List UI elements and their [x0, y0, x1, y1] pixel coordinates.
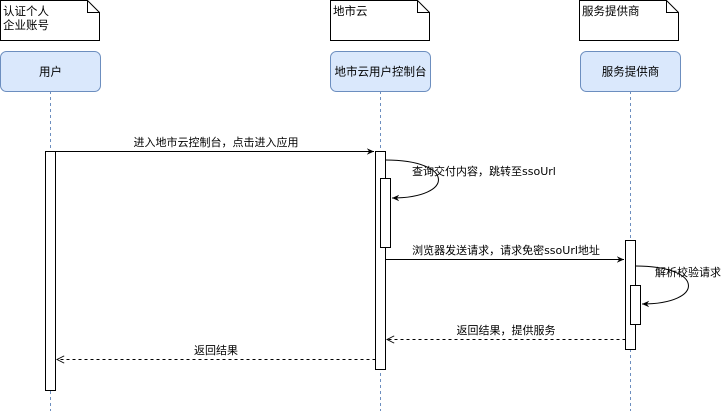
- message-enter-console-label: 进入地市云控制台，点击进入应用: [134, 135, 299, 149]
- actor-user-label: 用户: [39, 65, 62, 79]
- actor-console: 地市云用户控制台: [330, 51, 431, 92]
- note-user-line-2: 企业账号: [3, 18, 49, 32]
- note-provider-line-1: 服务提供商: [582, 4, 640, 18]
- activation-user: [45, 151, 56, 391]
- message-return-result-label: 返回结果: [194, 344, 238, 357]
- activation-console: [375, 151, 386, 370]
- note-cloud-line-1: 地市云: [333, 4, 368, 18]
- message-return-provide: 返回结果，提供服务: [387, 323, 626, 340]
- message-parse-verify-label: 解析校验请求: [655, 265, 721, 279]
- note-provider: 服务提供商: [579, 0, 679, 41]
- note-user-line-1: 认证个人: [3, 4, 49, 18]
- message-parse-verify: 解析校验请求: [635, 265, 721, 308]
- message-enter-console: 进入地市云控制台，点击进入应用: [55, 135, 374, 155]
- message-browser-request: 浏览器发送请求，请求免密ssoUrl地址: [385, 243, 624, 263]
- actor-user: 用户: [0, 51, 101, 92]
- message-query-delivery: 查询交付内容，跳转至ssoUrl: [385, 159, 556, 202]
- note-cloud: 地市云: [330, 0, 430, 41]
- message-return-result: 返回结果: [57, 344, 376, 360]
- actor-console-label: 地市云用户控制台: [335, 65, 427, 79]
- message-browser-request-label: 浏览器发送请求，请求免密ssoUrl地址: [412, 243, 600, 257]
- note-user: 认证个人 企业账号: [0, 0, 100, 41]
- actor-provider: 服务提供商: [580, 51, 681, 92]
- activation-console-nested: [380, 178, 391, 248]
- activation-provider-nested: [630, 285, 641, 325]
- message-query-delivery-label: 查询交付内容，跳转至ssoUrl: [412, 164, 556, 178]
- message-return-provide-label: 返回结果，提供服务: [457, 323, 556, 337]
- actor-provider-label: 服务提供商: [602, 65, 660, 79]
